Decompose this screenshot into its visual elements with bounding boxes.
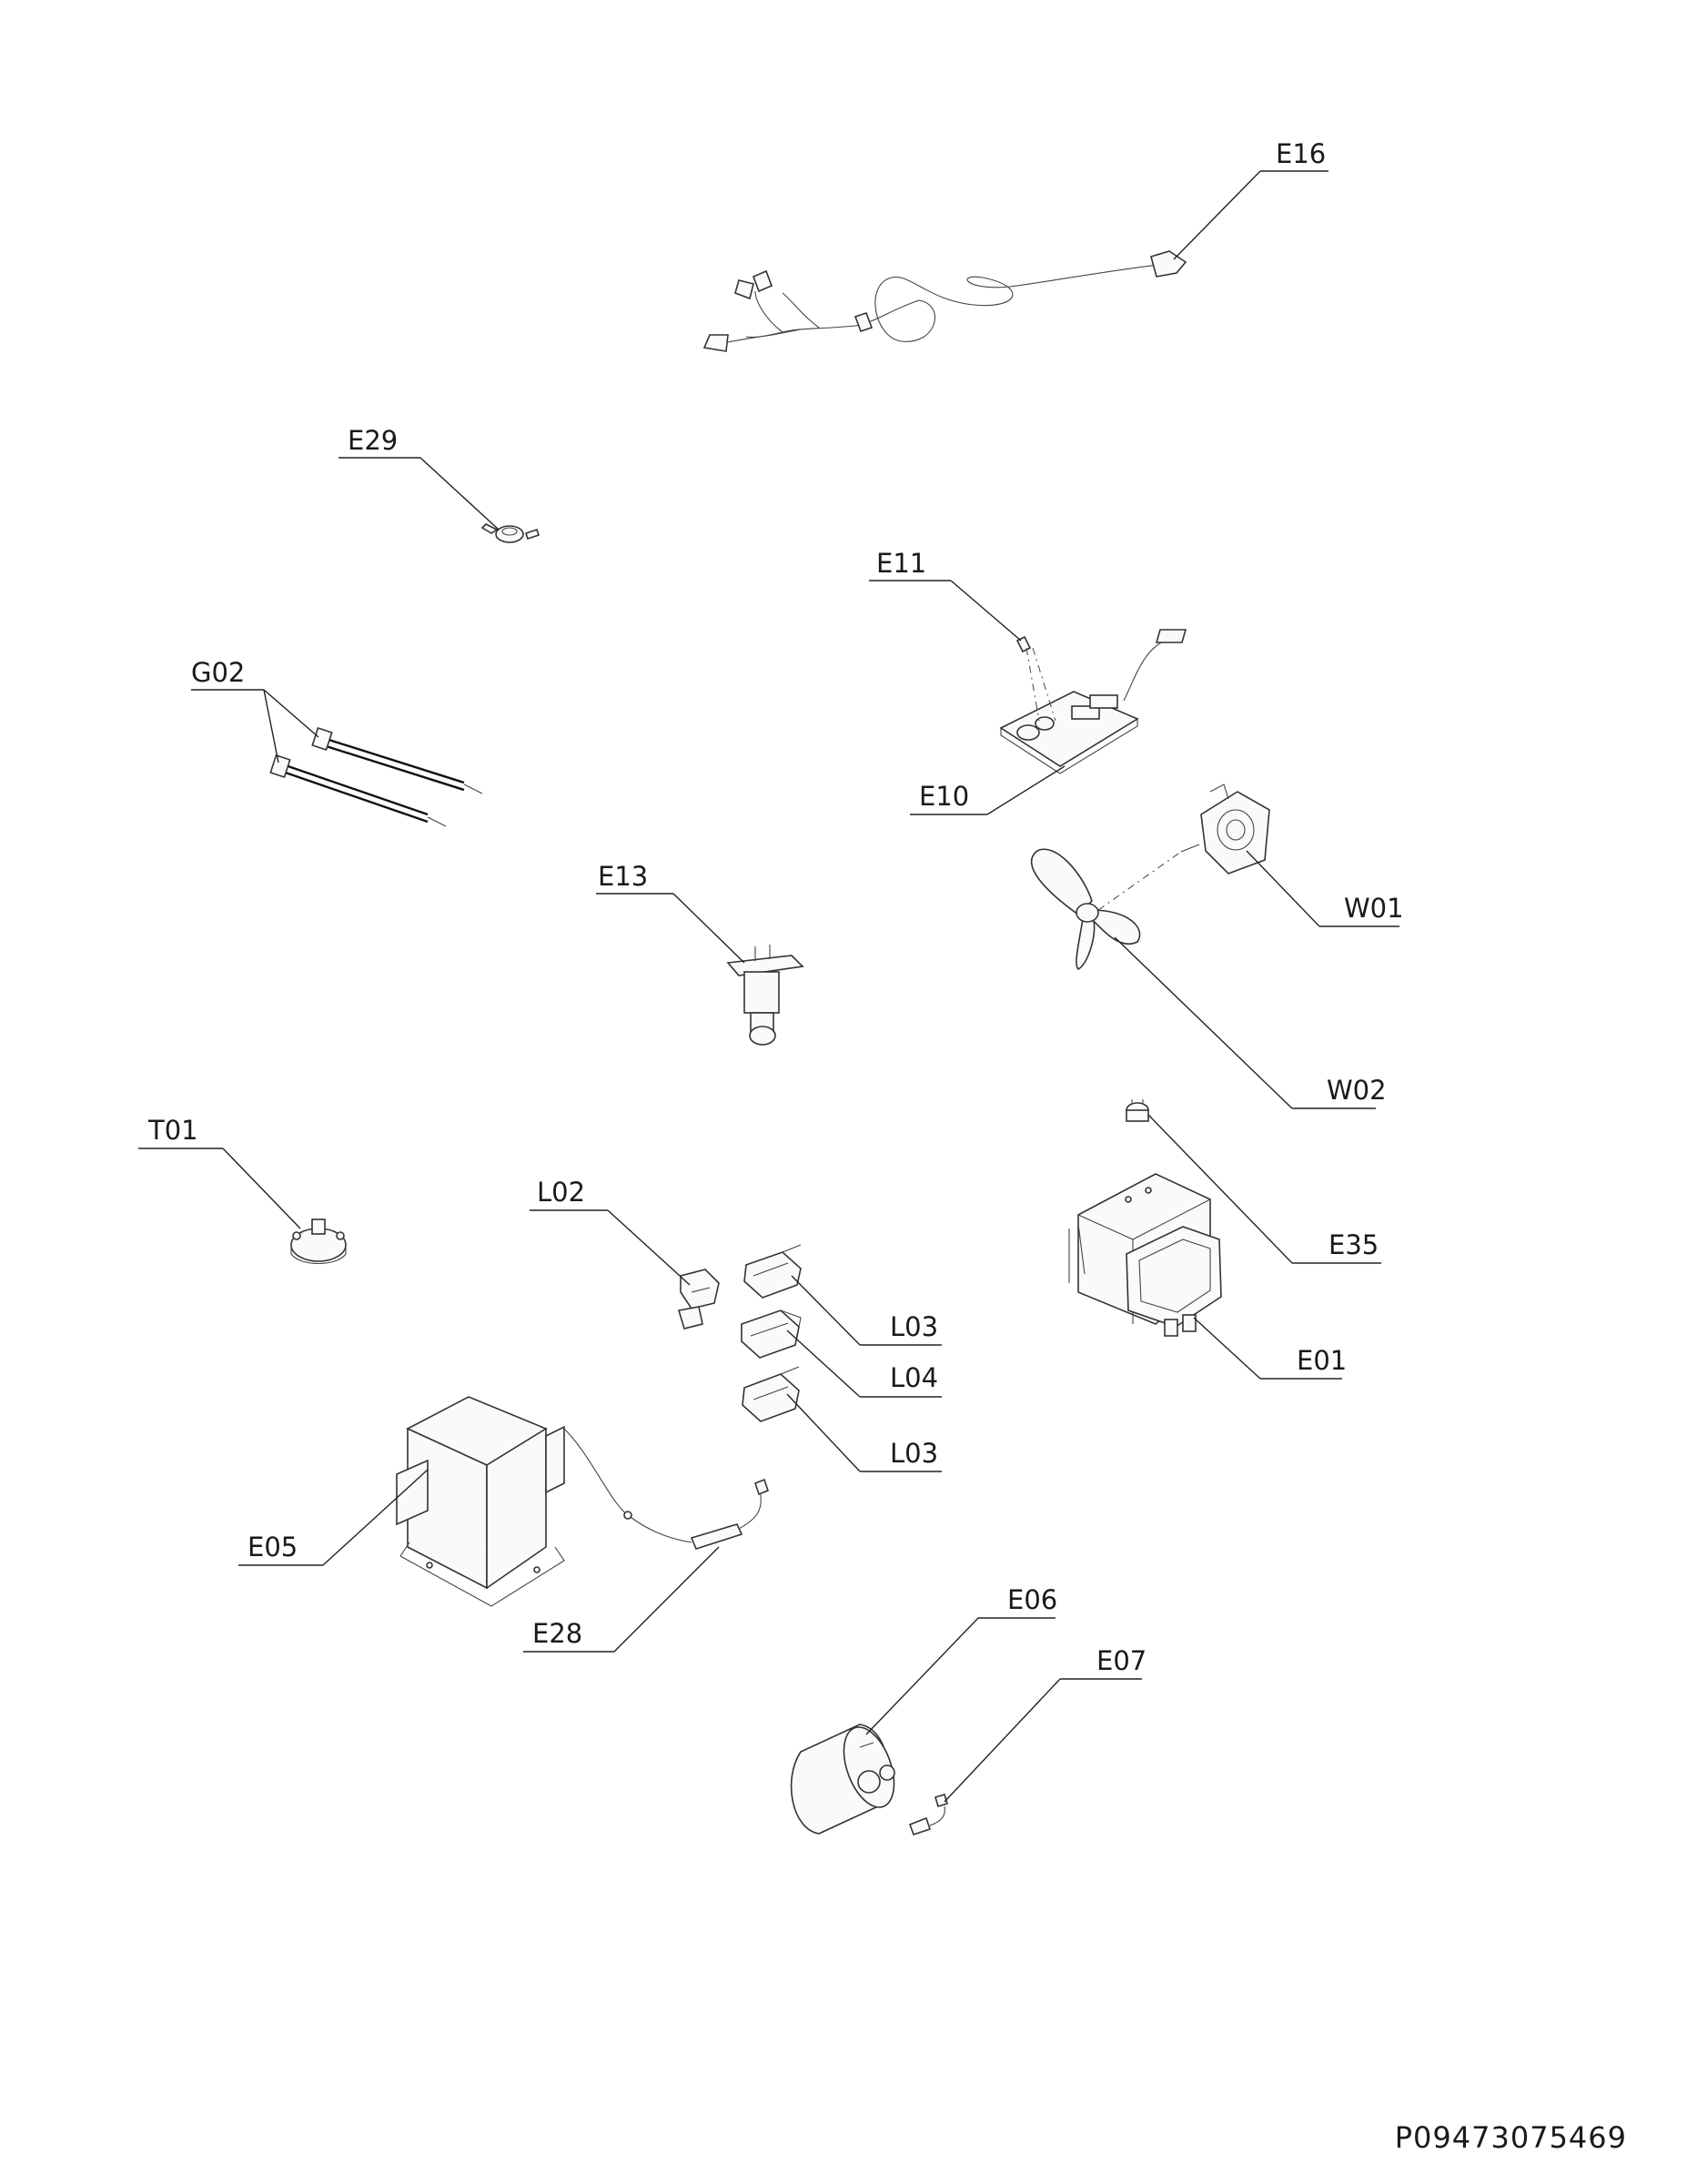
label-e05: E05: [247, 1532, 298, 1562]
label-e35: E35: [1328, 1229, 1379, 1260]
label-e07: E07: [1096, 1645, 1147, 1676]
label-e28: E28: [532, 1618, 582, 1649]
part-e29-thermal-cutout[interactable]: [480, 523, 540, 543]
leader-w02: [1114, 936, 1293, 1109]
part-t01-turntable-motor[interactable]: [290, 1218, 347, 1264]
part-e28-hv-diode[interactable]: [563, 1428, 769, 1550]
leader-l02: [607, 1209, 691, 1286]
leader-g02-b: [263, 689, 279, 763]
document-number: P09473075469: [1394, 2120, 1627, 2155]
part-e06-hv-capacitor[interactable]: [790, 1721, 904, 1835]
leader-e11: [950, 580, 1022, 642]
label-e06: E06: [1007, 1584, 1057, 1615]
part-e07-hv-fuse[interactable]: [908, 1794, 948, 1836]
label-e11: E11: [876, 548, 926, 579]
leader-e05: [322, 1469, 429, 1566]
part-e05-hv-transformer[interactable]: [396, 1396, 565, 1607]
leader-e28: [613, 1546, 720, 1653]
label-g02: G02: [191, 657, 245, 688]
label-e01: E01: [1297, 1345, 1347, 1376]
label-l04: L04: [890, 1362, 938, 1393]
leader-l03-lower: [786, 1393, 861, 1472]
leader-e16: [1173, 170, 1261, 260]
part-l03-microswitch-lower[interactable]: [742, 1366, 800, 1422]
part-e01-magnetron[interactable]: [1068, 1173, 1222, 1337]
part-e35-thermostat[interactable]: [1126, 1099, 1149, 1122]
leader-l03-upper: [791, 1275, 861, 1346]
leader-w01: [1246, 850, 1320, 927]
leader-e10: [986, 765, 1066, 815]
part-w02-fan-blade[interactable]: [1030, 848, 1182, 970]
part-g02-heating-tubes[interactable]: [269, 727, 483, 827]
leader-g02-a: [263, 689, 319, 738]
leader-e06: [865, 1617, 979, 1735]
leader-e35: [1147, 1114, 1293, 1264]
label-t01: T01: [147, 1115, 198, 1146]
leader-l04: [786, 1330, 861, 1398]
part-l02-switch-holder[interactable]: [677, 1269, 720, 1330]
label-e16: E16: [1276, 138, 1326, 169]
label-e29: E29: [348, 425, 398, 456]
label-l03-upper: L03: [890, 1311, 938, 1342]
leader-e29: [419, 457, 500, 531]
part-e13-oven-lamp[interactable]: [726, 945, 804, 1046]
part-e16-wiring-harness[interactable]: [702, 250, 1187, 352]
part-l03-microswitch-upper[interactable]: [743, 1244, 802, 1299]
label-l03-lower: L03: [890, 1438, 938, 1469]
label-e13: E13: [598, 861, 648, 892]
part-w01-fan-motor[interactable]: [1180, 784, 1270, 875]
part-e10-control-board[interactable]: [999, 629, 1187, 774]
label-l02: L02: [537, 1177, 585, 1208]
part-l04-microswitch[interactable]: [741, 1309, 802, 1359]
leader-t01: [222, 1148, 301, 1229]
label-w02: W02: [1327, 1075, 1387, 1106]
leader-e07: [944, 1678, 1061, 1803]
label-e10: E10: [919, 781, 969, 812]
leader-e13: [672, 893, 745, 964]
label-w01: W01: [1344, 893, 1404, 924]
leader-e01: [1193, 1317, 1261, 1380]
